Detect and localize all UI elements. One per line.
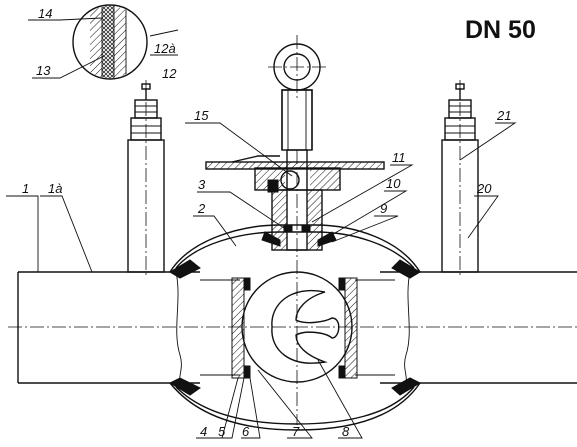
callout-3: 3 [198,177,206,192]
callout-9: 9 [380,201,387,216]
callout-21: 21 [496,108,511,123]
pipe [17,271,577,384]
seats [231,277,358,379]
callout-14: 14 [38,6,52,21]
callout-13: 13 [36,63,51,78]
callout-1a: 1à [48,181,62,196]
callout-12a: 12à [154,41,176,56]
callout-7: 7 [292,424,300,439]
callout-1: 1 [22,181,29,196]
ball [241,271,353,383]
leader-lines [6,17,517,439]
right-vent-pipe [441,80,479,275]
valve-body [168,224,422,431]
callout-20: 20 [476,181,492,196]
title-dn50: DN 50 [465,16,536,44]
callout-6: 6 [242,424,250,439]
callout-4: 4 [200,424,207,439]
callout-12: 12 [162,66,177,81]
callout-10: 10 [386,176,401,191]
detail-inset [72,4,148,80]
callout-8: 8 [342,424,350,439]
callout-15: 15 [194,108,209,123]
callout-11: 11 [392,150,406,165]
stem-assembly [205,35,385,251]
callout-2: 2 [197,201,206,216]
callout-5: 5 [218,424,226,439]
left-vent-pipe [127,80,165,275]
